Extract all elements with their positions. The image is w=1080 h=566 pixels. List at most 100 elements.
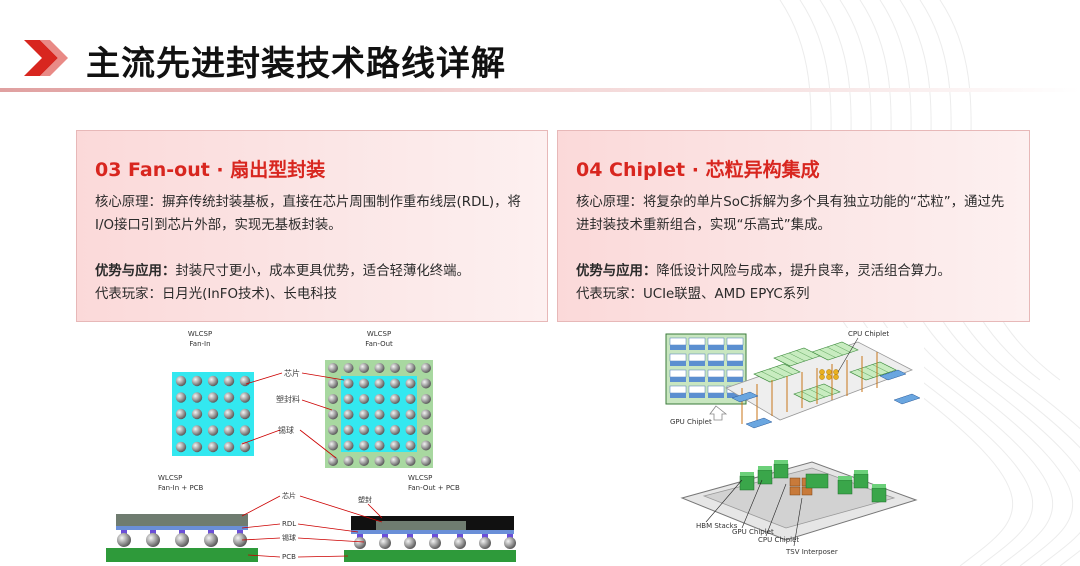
solder-ball — [390, 456, 400, 466]
solder-ball — [223, 441, 235, 453]
fanout-card: 03 Fan-out · 扇出型封装 核心原理：摒弃传统封装基板，直接在芯片周围… — [76, 130, 548, 322]
players-text: 日月光(InFO技术)、长电科技 — [161, 287, 337, 302]
solder-ball — [343, 394, 354, 404]
solder-ball — [191, 408, 203, 420]
solder-ball — [239, 375, 251, 387]
gpu-core-cell — [669, 385, 687, 394]
solder-ball — [390, 425, 400, 435]
hbm-stack — [871, 487, 887, 503]
hbm-block — [745, 417, 773, 429]
gpu-core-cell — [689, 377, 705, 382]
solder-ball — [328, 440, 338, 451]
fanout-pcb-sub: Fan-Out + PCB — [408, 484, 460, 492]
gpu-chiplet-label-2: GPU Chiplet — [732, 528, 774, 536]
solder-ball — [359, 409, 369, 420]
fanin-sub: Fan-In — [189, 340, 210, 348]
solder-ball — [328, 425, 338, 435]
solder-ball — [405, 409, 416, 420]
bump-pad — [407, 534, 413, 538]
bump-pad — [237, 530, 243, 534]
solder-ball — [374, 440, 385, 451]
solder-ball — [390, 363, 400, 373]
solder-ball — [239, 425, 251, 436]
gpu-core-cell — [727, 345, 743, 350]
solder-ball — [405, 456, 416, 466]
cpu-chiplet-label-2: CPU Chiplet — [758, 536, 799, 544]
gpu-core-cell — [670, 377, 686, 382]
lower-chiplet-blocks — [739, 460, 887, 503]
solder-ball — [359, 378, 369, 389]
hbm-stack-top — [854, 470, 868, 474]
label-ball2: 锡球 — [282, 533, 296, 542]
page-title: 主流先进封装技术路线详解 — [86, 44, 506, 84]
label-pcb: PCB — [282, 553, 296, 561]
solder-ball — [379, 537, 391, 549]
solder-ball — [390, 394, 400, 404]
cpu-core — [826, 369, 832, 375]
solder-ball — [191, 425, 203, 436]
solder-ball — [175, 425, 187, 436]
fanin-title: WLCSP — [188, 330, 212, 338]
gpu-core-cell — [689, 393, 705, 398]
gpu-core-cell — [727, 377, 743, 382]
fanout-section-balls — [354, 534, 516, 549]
gpu-chiplet-cells — [669, 337, 744, 398]
solder-ball — [175, 441, 187, 453]
fanout-title: WLCSP — [367, 330, 391, 338]
solder-ball — [429, 537, 441, 549]
solder-ball — [207, 425, 219, 436]
solder-ball — [343, 456, 354, 466]
title-underline — [0, 88, 1080, 92]
card-title: 03 Fan-out · 扇出型封装 — [95, 159, 326, 181]
solder-ball — [421, 378, 431, 389]
solder-ball — [207, 441, 219, 453]
solder-ball — [421, 456, 431, 466]
solder-ball — [405, 440, 416, 451]
players-paragraph: 代表玩家：日月光(InFO技术)、长电科技 — [95, 283, 531, 306]
solder-ball — [421, 363, 431, 373]
cpu-core — [819, 374, 825, 380]
bump-pad — [482, 534, 488, 538]
solder-ball — [239, 441, 251, 453]
card-body: 核心原理：摒弃传统封装基板，直接在芯片周围制作重布线层(RDL)，将I/O接口引… — [95, 191, 531, 306]
fanout-section-pcb — [344, 550, 516, 562]
solder-ball — [146, 533, 160, 547]
solder-ball — [405, 363, 416, 373]
principle-paragraph: 核心原理：摒弃传统封装基板，直接在芯片周围制作重布线层(RDL)，将I/O接口引… — [95, 191, 531, 237]
solder-ball — [390, 440, 400, 451]
principle-label: 核心原理： — [95, 195, 162, 210]
gpu-core-cell — [670, 361, 686, 366]
solder-ball — [223, 375, 235, 387]
fanout-diagram: WLCSP Fan-In WLCSP Fan-Out 芯片 塑封料 锡球 WLC… — [106, 330, 516, 562]
hbm-stacks-label: HBM Stacks — [696, 522, 738, 530]
bump-pad — [179, 530, 185, 534]
gpu-core-cell — [707, 337, 725, 346]
solder-ball — [191, 392, 203, 403]
hbm-block — [879, 369, 907, 381]
solder-ball — [204, 533, 218, 547]
chevron-right-icon — [24, 40, 68, 76]
fanin-solder-balls — [175, 375, 251, 453]
cpu-core — [833, 369, 839, 375]
label-chip2: 芯片 — [282, 491, 296, 500]
gpu-core-cell — [726, 353, 744, 362]
bump-pad — [150, 530, 156, 534]
upper-hbm-blocks — [731, 369, 921, 429]
solder-ball — [223, 392, 235, 403]
gpu-core-cell — [688, 385, 706, 394]
gpu-core-cell — [688, 369, 706, 378]
tsv-interposer-label: TSV Interposer — [785, 548, 838, 556]
hbm-stack — [837, 479, 853, 495]
chiplet-diagram: GPU Chiplet CPU Chiplet HBM Stacks GPU C… — [662, 328, 924, 564]
hbm-stack-top — [758, 466, 772, 470]
gpu-core-cell — [669, 369, 687, 378]
solder-ball — [343, 378, 354, 389]
cpu-core — [826, 374, 832, 380]
solder-ball — [328, 363, 338, 373]
advantage-label: 优势与应用： — [95, 264, 176, 279]
advantage-label: 优势与应用： — [576, 264, 657, 279]
bump-pad — [432, 534, 438, 538]
card-body: 核心原理：将复杂的单片SoC拆解为多个具有独立功能的“芯粒”，通过先进封装技术重… — [576, 191, 1012, 306]
lower-label-lines — [705, 479, 803, 547]
fanout-sub: Fan-Out — [365, 340, 393, 348]
